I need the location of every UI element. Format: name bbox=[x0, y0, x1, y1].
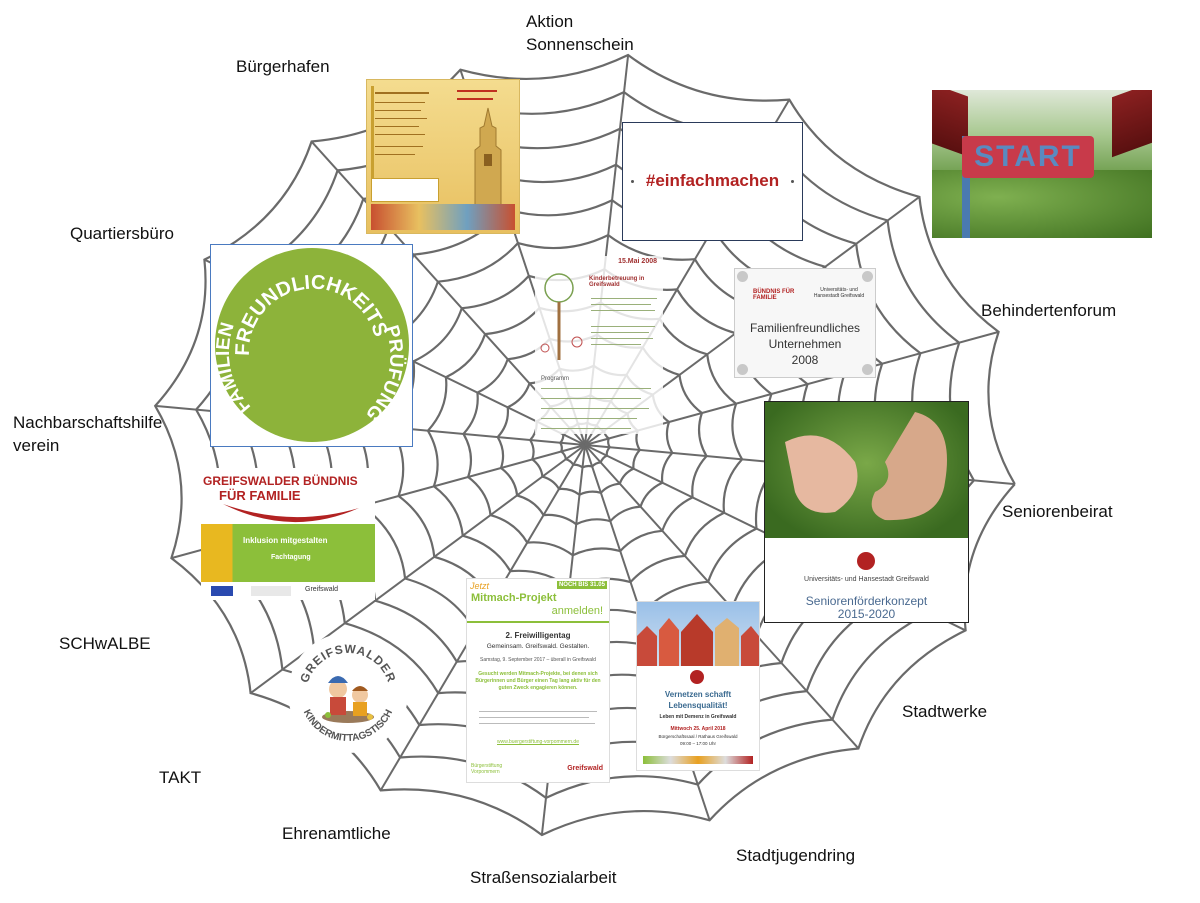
label-aktion-line2: Sonnenschein bbox=[526, 35, 634, 54]
senioren-city: Universitäts- und Hansestadt Greifswald bbox=[804, 576, 929, 583]
label-strassensozialarbeit: Straßensozialarbeit bbox=[470, 868, 617, 887]
buendnis-line2: FÜR FAMILIE bbox=[219, 488, 301, 503]
label-seniorenbeirat: Seniorenbeirat bbox=[1002, 502, 1113, 521]
senioren-years: 2015-2020 bbox=[837, 607, 896, 621]
kinderbetreuung-title: Kinderbetreuung in Greifswald bbox=[589, 276, 645, 288]
buendnis-sub2: Fachtagung bbox=[271, 554, 311, 561]
label-ehrenamtliche: Ehrenamtliche bbox=[282, 824, 391, 843]
label-stadtwerke: Stadtwerke bbox=[902, 702, 988, 721]
buergerhafen-flyer bbox=[366, 79, 520, 234]
label-buergerhafen: Bürgerhafen bbox=[236, 57, 330, 76]
mitmach-title1: Mitmach-Projekt bbox=[471, 592, 557, 604]
townhall-icon bbox=[637, 614, 759, 666]
senioren-title: Seniorenförderkonzept bbox=[805, 594, 928, 608]
label-nachbarschaft-line1: Nachbarschaftshilfe bbox=[13, 413, 163, 432]
label-quartiersbuero: Quartiersbüro bbox=[70, 224, 174, 243]
mitmach-footer-left: Bürgerstiftung Vorpommern bbox=[471, 763, 503, 775]
plaque-logo-right: Universitäts- und Hansestadt Greifswald bbox=[813, 287, 865, 299]
web-ring bbox=[153, 53, 1016, 837]
seniorenfoerderkonzept-cover: Universitäts- und Hansestadt Greifswald … bbox=[764, 401, 969, 623]
demenz-flyer: Vernetzen schafft Lebensqualität! Leben … bbox=[636, 601, 760, 771]
demenz-sub: Leben mit Demenz in Greifswald bbox=[659, 714, 737, 720]
label-schwalbe: SCHwALBE bbox=[59, 634, 151, 653]
mitmach-projekt-flyer: Jetzt NOCH BIS 31.05 Mitmach-Projekt anm… bbox=[466, 578, 610, 783]
skyline-swoosh-icon bbox=[223, 504, 359, 523]
hands-icon bbox=[785, 412, 947, 521]
label-takt: TAKT bbox=[159, 768, 202, 787]
church-tower-icon bbox=[474, 107, 502, 206]
child-drawing-icon bbox=[540, 273, 583, 360]
plaque-logo-left: BÜNDNIS FÜR FAMILIE bbox=[753, 289, 795, 301]
familienfreundliches-unternehmen-plaque: BÜNDNIS FÜR FAMILIE Universitäts- und Ha… bbox=[734, 268, 876, 378]
buendnis-footer: Greifswald bbox=[305, 586, 339, 593]
kinderbetreuung-section: Programm bbox=[541, 376, 570, 382]
kindermittag-top-text: GREIFSWALDER bbox=[297, 642, 399, 685]
demenz-crest-icon bbox=[690, 670, 704, 684]
plaque-line1: Familienfreundliches bbox=[749, 321, 861, 335]
label-aktion-sonnenschein: Aktion Sonnenschein bbox=[526, 10, 634, 56]
kinderbetreuung-date: 15.Mai 2008 bbox=[618, 258, 657, 265]
label-nachbarschaft-line2: verein bbox=[13, 436, 60, 455]
label-nachbarschaftshilfeverein: Nachbarschaftshilfe verein bbox=[13, 411, 162, 457]
senioren-crest-icon bbox=[857, 552, 875, 570]
demenz-title1: Vernetzen schafft bbox=[664, 690, 732, 699]
plaque-year: 2008 bbox=[791, 353, 819, 367]
mitmach-badge: NOCH BIS 31.05 bbox=[556, 581, 607, 589]
mitmach-footer-right: Greifswald bbox=[567, 765, 603, 772]
label-aktion-line1: Aktion bbox=[526, 12, 574, 31]
mitmach-green-text: Gesucht werden Mitmach-Projekte, bei den… bbox=[475, 671, 601, 691]
plaque-line2: Unternehmen bbox=[768, 337, 842, 351]
mitmach-tag1: Gemeinsam. Greifswald. Gestalten. bbox=[486, 643, 590, 650]
mitmach-jetzt: Jetzt bbox=[470, 581, 490, 591]
start-sign-photo: START bbox=[932, 90, 1152, 238]
mitmach-title2: anmelden! bbox=[551, 605, 603, 617]
buendnis-line1: GREIFSWALDER BÜNDNIS bbox=[203, 474, 358, 488]
einfachmachen-card: #einfachmachen bbox=[622, 122, 803, 241]
familien-freundlichkeits-pruefung-seal: FREUNDLICHKEITS FAMILIEN PRÜFUNG bbox=[210, 244, 413, 447]
buendnis-fuer-familie-flyer: GREIFSWALDER BÜNDNIS FÜR FAMILIE Inklusi… bbox=[201, 468, 375, 600]
children-cooking-icon bbox=[322, 676, 374, 723]
kinderbetreuung-flyer: 15.Mai 2008 Kinderbetreuung in Greifswal… bbox=[535, 256, 663, 434]
mitmach-headline: 2. Freiwilligentag bbox=[505, 631, 571, 640]
buendnis-sub1: Inklusion mitgestalten bbox=[243, 536, 328, 545]
demenz-title2: Lebensqualität! bbox=[668, 701, 728, 710]
demenz-place: Bürgerschaftssaal / Rathaus Greifswald bbox=[658, 734, 738, 739]
start-sign-text: START bbox=[974, 140, 1082, 173]
kindermittagstisch-logo: GREIFSWALDER KINDERMITTAGSTISCH bbox=[288, 633, 408, 753]
web-ring bbox=[426, 301, 744, 589]
demenz-time: 09:00 – 17:00 Uhr bbox=[679, 741, 717, 746]
mitmach-link: www.buergerstiftung-vorpommern.de bbox=[497, 739, 579, 745]
einfachmachen-text: #einfachmachen bbox=[645, 171, 780, 190]
label-behindertenforum: Behindertenforum bbox=[981, 301, 1117, 320]
mitmach-date: Samstag, 9. September 2017 – überall in … bbox=[480, 657, 596, 663]
demenz-date: Mittwoch 25. April 2018 bbox=[670, 726, 726, 732]
label-stadtjugendring: Stadtjugendring bbox=[736, 846, 856, 865]
web-spoke bbox=[584, 444, 860, 750]
